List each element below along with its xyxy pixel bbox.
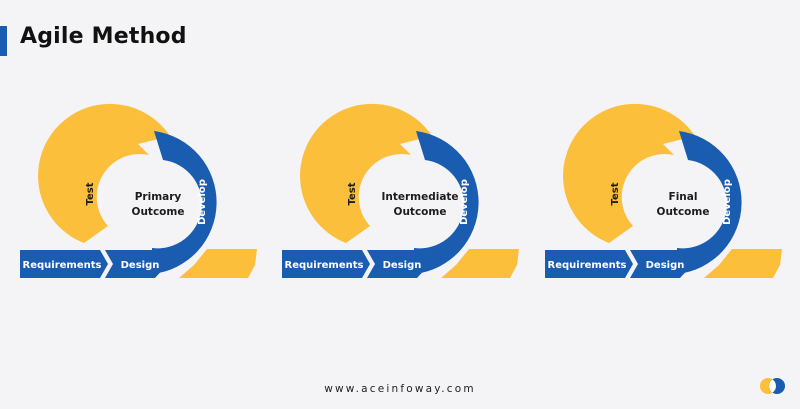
outcome-line: Outcome [393, 206, 447, 218]
test-label: Test [610, 182, 621, 205]
brand-logo-icon [760, 378, 785, 394]
design-label: Design [121, 260, 160, 271]
develop-arc [414, 131, 479, 274]
requirements-label: Requirements [285, 260, 364, 271]
footer-website: www.aceinfoway.com [324, 383, 476, 395]
agile-cycle-graphic: Requirements Design Test Develop [545, 103, 782, 278]
page-title: Agile Method [20, 24, 187, 49]
requirements-label: Requirements [548, 260, 627, 271]
outcome-line: Primary [134, 191, 182, 203]
develop-label: Develop [197, 179, 208, 225]
agile-cycle-diagram-primary: Requirements Design Test Develop Primary… [20, 103, 260, 282]
design-arrow [367, 250, 430, 278]
outcome-line: Outcome [656, 206, 710, 218]
title-accent-bar [0, 26, 7, 56]
design-label: Design [646, 260, 685, 271]
test-arc [563, 103, 695, 243]
outcome-line: Final [668, 191, 698, 203]
outcome-line: Intermediate [381, 191, 459, 203]
requirements-arrow [282, 250, 370, 278]
agile-cycle-graphic: Requirements Design Test Develop [282, 103, 519, 278]
test-label: Test [85, 182, 96, 205]
develop-arc [677, 131, 742, 274]
develop-arc [152, 131, 217, 274]
design-arrow [105, 250, 168, 278]
develop-label: Develop [459, 179, 470, 225]
agile-cycle-diagram-intermediate: Requirements Design Test Develop Interme… [282, 103, 522, 282]
test-arc [300, 103, 432, 243]
develop-label: Develop [722, 179, 733, 225]
test-label: Test [347, 182, 358, 205]
agile-cycle-graphic: Requirements Design Test Develop [20, 103, 257, 278]
return-arrow-shape [441, 249, 519, 278]
outcome-line: Outcome [131, 206, 185, 218]
return-arrow-shape [704, 249, 782, 278]
requirements-arrow [20, 250, 108, 278]
test-arc [38, 103, 170, 243]
design-arrow [630, 250, 693, 278]
requirements-arrow [545, 250, 633, 278]
return-arrow-shape [179, 249, 257, 278]
design-label: Design [383, 260, 422, 271]
requirements-label: Requirements [23, 260, 102, 271]
